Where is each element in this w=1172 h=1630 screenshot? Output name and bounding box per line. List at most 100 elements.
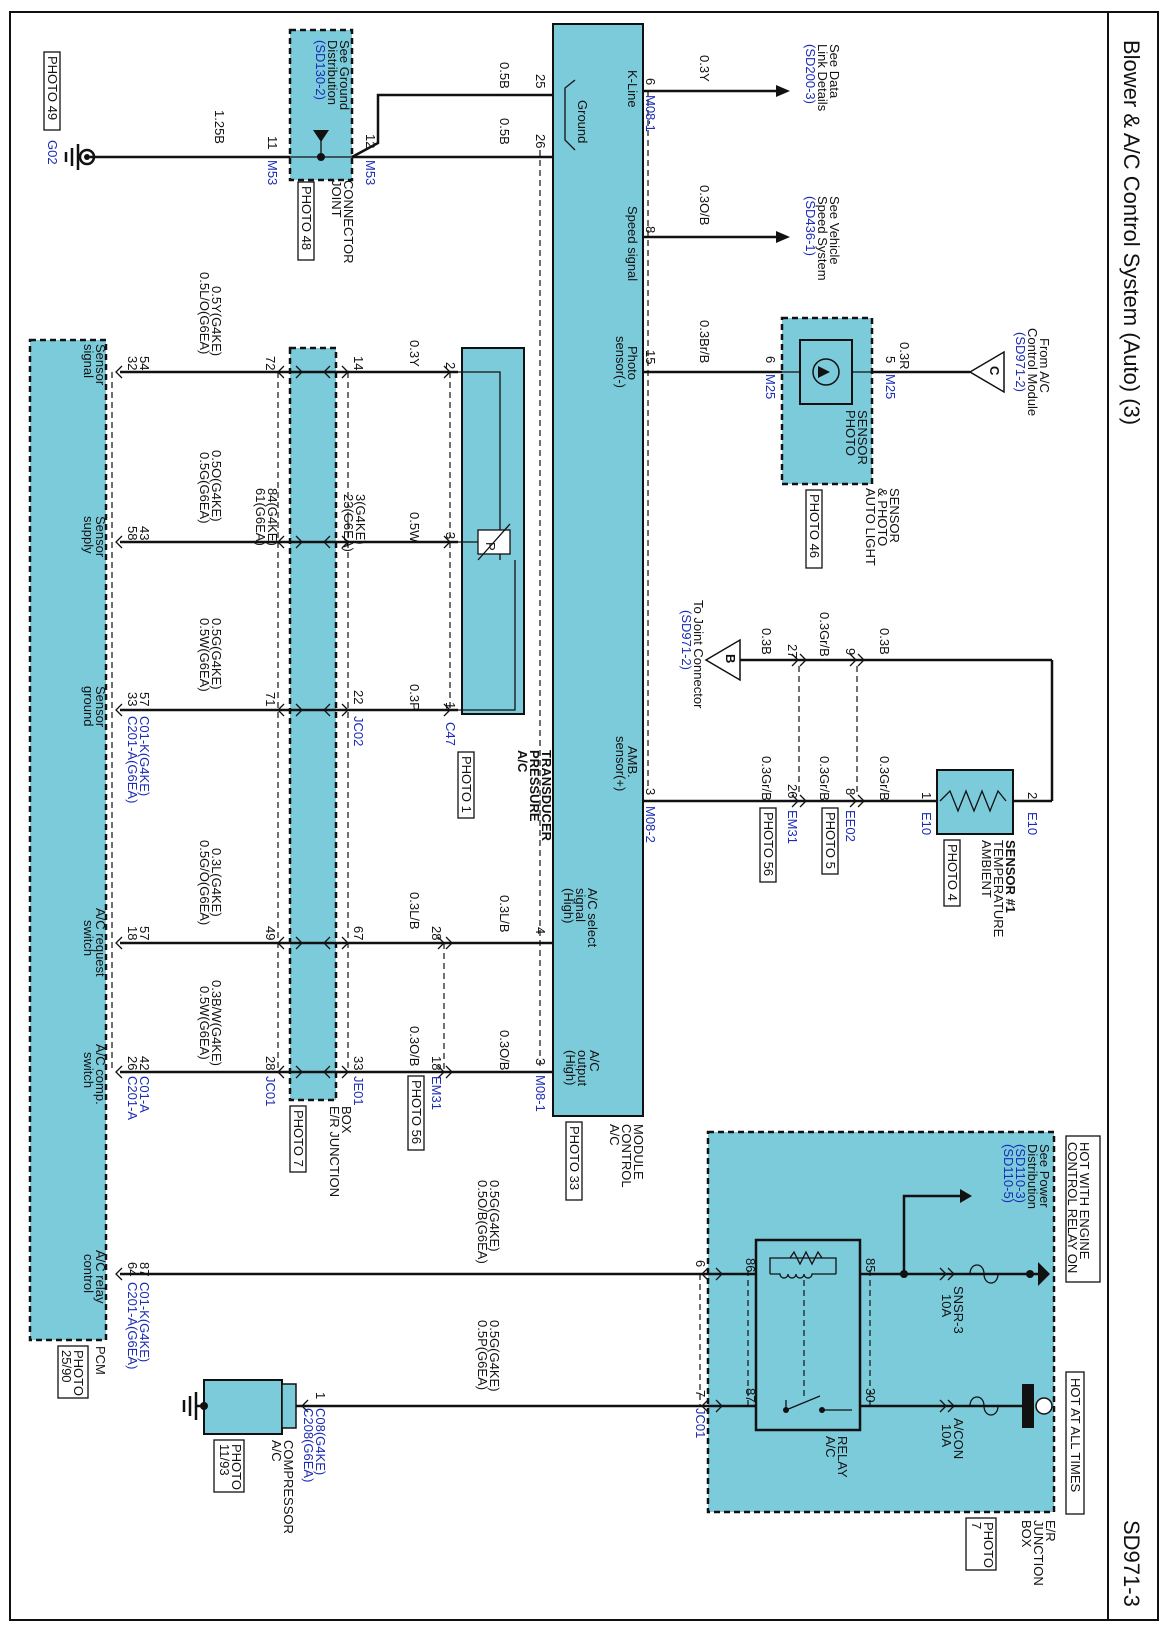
power-dist-1: See Power: [1037, 1144, 1052, 1208]
ground-p25: 25: [533, 74, 548, 88]
transducer-conn: C47: [443, 722, 458, 746]
ground-photo-box: [43, 51, 61, 131]
transducer-sensor-icon: [477, 529, 511, 555]
connector-b-triangle-icon: [704, 638, 741, 682]
er-pin-gnd: 71: [263, 692, 278, 706]
page-code: SD971-3: [1119, 1520, 1144, 1607]
amb-conn1: E10: [919, 812, 934, 835]
em31-wire-top: 0.3B: [759, 628, 774, 655]
er-box-photo: PHOTO 7: [291, 1110, 306, 1167]
ground-p26: 26: [533, 134, 548, 148]
kline-arrow-icon: [776, 85, 790, 97]
pcm-wire-sig-a: 0.5Y(G4KE): [209, 286, 224, 356]
battery-terminal-icon: [1035, 1397, 1053, 1415]
amb-conn2: E10: [1025, 812, 1040, 835]
je01-pin-req: 67: [351, 926, 366, 940]
pcm-gnd-pin-a: 57: [137, 692, 152, 706]
pcm-sig-pin-a: 54: [137, 356, 152, 370]
em31-wire-sig: 0.3Gr/B: [759, 756, 774, 801]
photo-feed-wire-label: 0.3R: [897, 342, 912, 369]
power-dist-arrow-icon: [960, 1189, 972, 1203]
pcm: [28, 338, 108, 1342]
transducer-pin-sig: 2: [443, 362, 458, 369]
compr-wire-a: 0.5G(G4KE): [487, 1320, 502, 1392]
pcm-wire-sup-b: 0.5G(G6EA): [197, 452, 212, 524]
photo-sensor-photo: PHOTO 46: [807, 494, 822, 558]
transducer-wire-sup: 0.5W: [407, 512, 422, 543]
ac-module-photo: PHOTO 33: [567, 1126, 582, 1190]
kline-conn: M08-1: [643, 95, 658, 132]
hot-bat-box: [1065, 1371, 1085, 1515]
relay-wire-b: 0.5O/B(G6EA): [475, 1180, 490, 1264]
relay-pin7: 7: [693, 1390, 708, 1397]
select-pin: 4: [533, 927, 548, 934]
pcm-relay-label-1: A/C relay: [93, 1250, 108, 1304]
connector-c-triangle-icon: [968, 350, 1005, 394]
ground-dist-ref: (SD130-2): [313, 40, 328, 100]
jc02-pin-gnd: 22: [351, 690, 366, 704]
connector-chevrons: [115, 365, 453, 1079]
transducer-name-2: PRESSURE: [527, 750, 542, 822]
select-wire-label: 0.3L/B: [497, 895, 512, 933]
ee02-wire-sig: 0.3Gr/B: [817, 756, 832, 801]
photo-desc-3: SENSOR: [887, 488, 902, 543]
ac-module-photo-box: [565, 1121, 583, 1201]
pcm-sig-label-1: Sensor: [93, 344, 108, 386]
relay-jc01: JC01: [693, 1408, 708, 1438]
em31-lower-wire-comp: 0.3O/B: [407, 1026, 422, 1066]
ground-w26-label: 0.5B: [497, 118, 512, 145]
er-relay-box-2: JUNCTION: [1031, 1520, 1046, 1586]
joint-photo-box: [297, 181, 315, 261]
ac-module-name-3: MODULE: [631, 1124, 646, 1180]
em31-lower-photo-box: [407, 1075, 425, 1151]
em31-lower-pin-comp: 18: [429, 1056, 444, 1070]
ground-bracket: [564, 79, 576, 151]
ee02-pin-sig: 8: [843, 788, 858, 795]
relay-switch-icon: [783, 1395, 852, 1413]
ee02-photo: PHOTO 5: [823, 812, 838, 869]
ee02-photo-box: [821, 807, 839, 875]
er-jc01: JC01: [263, 1076, 278, 1106]
photo-from-ref: (SD971-2): [1013, 332, 1028, 392]
er-relay-photo-2: 7: [969, 1522, 984, 1529]
er-pin-req: 49: [263, 926, 278, 940]
photo-from-1: From A/C: [1037, 338, 1052, 393]
pcm-relay-label-2: control: [81, 1254, 96, 1293]
joint-conn-right: M53: [363, 160, 378, 185]
ground-wire-label: 1.25B: [212, 110, 227, 144]
amb-label-1: AMB.: [625, 746, 640, 778]
photo-desc-2: & PHOTO: [875, 488, 890, 546]
joint-name-2: CONNECTOR: [341, 180, 356, 264]
fuse1-amp: 10A: [939, 1294, 954, 1317]
joint-conn-left: M53: [265, 160, 280, 185]
transducer-wire-gnd: 0.3P: [407, 684, 422, 711]
amb-photo: PHOTO 4: [945, 844, 960, 901]
connector-c-letter: C: [987, 366, 1002, 376]
ambient-sensor: [936, 769, 1014, 835]
joint-photo: PHOTO 48: [299, 186, 314, 250]
amb-pin2: 2: [1025, 792, 1040, 799]
power-dist-ref2: (SD110-5): [1001, 1144, 1016, 1203]
photo-conn-out: M25: [763, 374, 778, 399]
pcm-gnd-conn-a: C01-K(G4KE): [137, 716, 152, 796]
speed-wire-label: 0.3O/B: [697, 185, 712, 225]
er-pin-sup-a: 84(G4KE): [265, 488, 280, 546]
photo-name-1: PHOTO: [843, 410, 858, 456]
photo-sensor-pin: 15: [643, 350, 658, 364]
je01-pin-comp: 33: [351, 1056, 366, 1070]
pcm-gnd-pin-b: 33: [125, 692, 140, 706]
kline-label: K-Line: [625, 70, 640, 108]
pcm-photo-box: [57, 1345, 89, 1399]
speed-see-2: Speed System: [815, 196, 830, 281]
photo-conn-in: M25: [883, 374, 898, 399]
relay-p86: 86: [743, 1258, 758, 1272]
ground-dist-1: See Ground: [337, 40, 352, 110]
pcm-wire-sup-a: 0.5O(G4KE): [209, 450, 224, 522]
transducer-internal: [458, 371, 516, 711]
relay-wire-a: 0.5G(G4KE): [487, 1180, 502, 1252]
pcm-gnd-conn-b: C201-A(G6EA): [125, 716, 140, 803]
ign-source-arrow-icon: [1038, 1262, 1050, 1286]
ac-module-name-2: CONTROL: [619, 1124, 634, 1188]
pcm-wire-sig-b: 0.5L/O(G6EA): [197, 272, 212, 354]
